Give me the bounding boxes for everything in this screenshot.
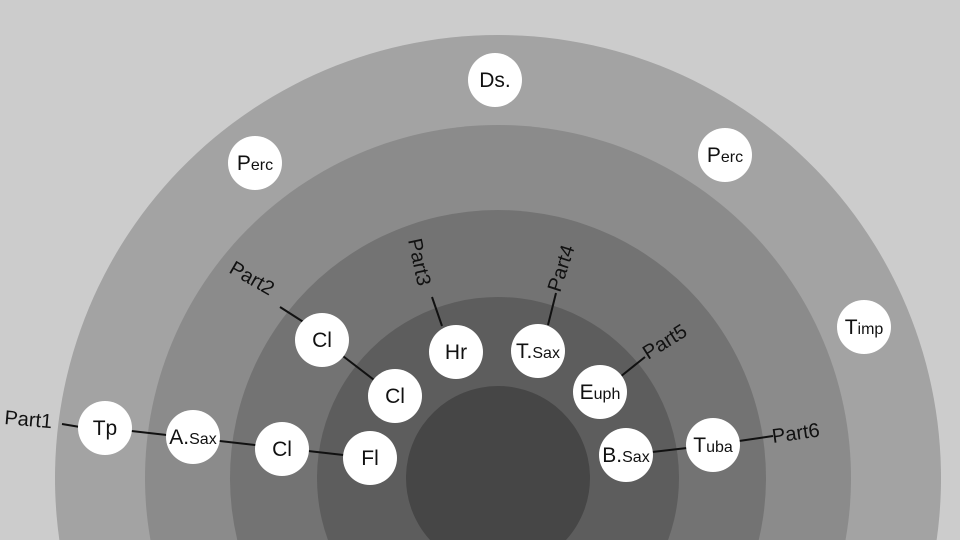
seat-circle — [698, 128, 752, 182]
seat-ds: Ds. — [468, 53, 522, 107]
seat-bsax: B.Sax — [599, 428, 653, 482]
seat-circle — [166, 410, 220, 464]
seat-tsax: T.Sax — [511, 324, 565, 378]
seat-circle — [837, 300, 891, 354]
seat-circle — [368, 369, 422, 423]
seat-label: B.Sax — [602, 444, 649, 467]
seat-euph: Euph — [573, 365, 627, 419]
seat-label: A.Sax — [169, 426, 216, 449]
seat-circle — [343, 431, 397, 485]
seat-circle — [429, 325, 483, 379]
seat-label: Tuba — [693, 434, 733, 457]
part2-line — [279, 306, 306, 324]
seat-label: Euph — [580, 381, 621, 404]
seat-circle — [255, 422, 309, 476]
seat-label: Cl — [272, 438, 292, 461]
seat-label: T.Sax — [516, 340, 560, 363]
seat-tuba: Tuba — [686, 418, 740, 472]
ring-inner — [406, 386, 590, 540]
seat-label: Cl — [312, 329, 332, 352]
part1-line — [61, 423, 81, 428]
seat-perc-left: Perc — [228, 136, 282, 190]
seat-label: Perc — [707, 144, 743, 167]
seat-circle — [295, 313, 349, 367]
seat-label: Fl — [361, 447, 379, 470]
seat-fl: Fl — [343, 431, 397, 485]
seat-label: Timp — [845, 316, 884, 339]
seat-tp: Tp — [78, 401, 132, 455]
part4-line — [547, 292, 557, 326]
seat-cl-3: Cl — [255, 422, 309, 476]
seat-label: Cl — [385, 385, 405, 408]
seat-label: Ds. — [479, 69, 511, 92]
seat-circle — [599, 428, 653, 482]
seat-circle — [228, 136, 282, 190]
seat-label: Perc — [237, 152, 273, 175]
seat-hr: Hr — [429, 325, 483, 379]
seat-label: Tp — [93, 417, 118, 440]
seat-circle — [686, 418, 740, 472]
seat-perc-right: Perc — [698, 128, 752, 182]
connector-lines — [61, 292, 774, 459]
part6-line — [738, 435, 774, 442]
seat-circle — [573, 365, 627, 419]
seat-label: Hr — [445, 341, 467, 364]
seat-timp: Timp — [837, 300, 891, 354]
seat-circle — [511, 324, 565, 378]
seat-asax: A.Sax — [166, 410, 220, 464]
seat-circle — [468, 53, 522, 107]
part1-label: Part1 — [4, 407, 54, 433]
part3-line — [431, 296, 443, 327]
seat-circle — [78, 401, 132, 455]
tp-asax-cl-fl-line — [104, 427, 371, 459]
part5-line — [619, 356, 646, 378]
seat-cl-2: Cl — [368, 369, 422, 423]
seat-cl-1: Cl — [295, 313, 349, 367]
